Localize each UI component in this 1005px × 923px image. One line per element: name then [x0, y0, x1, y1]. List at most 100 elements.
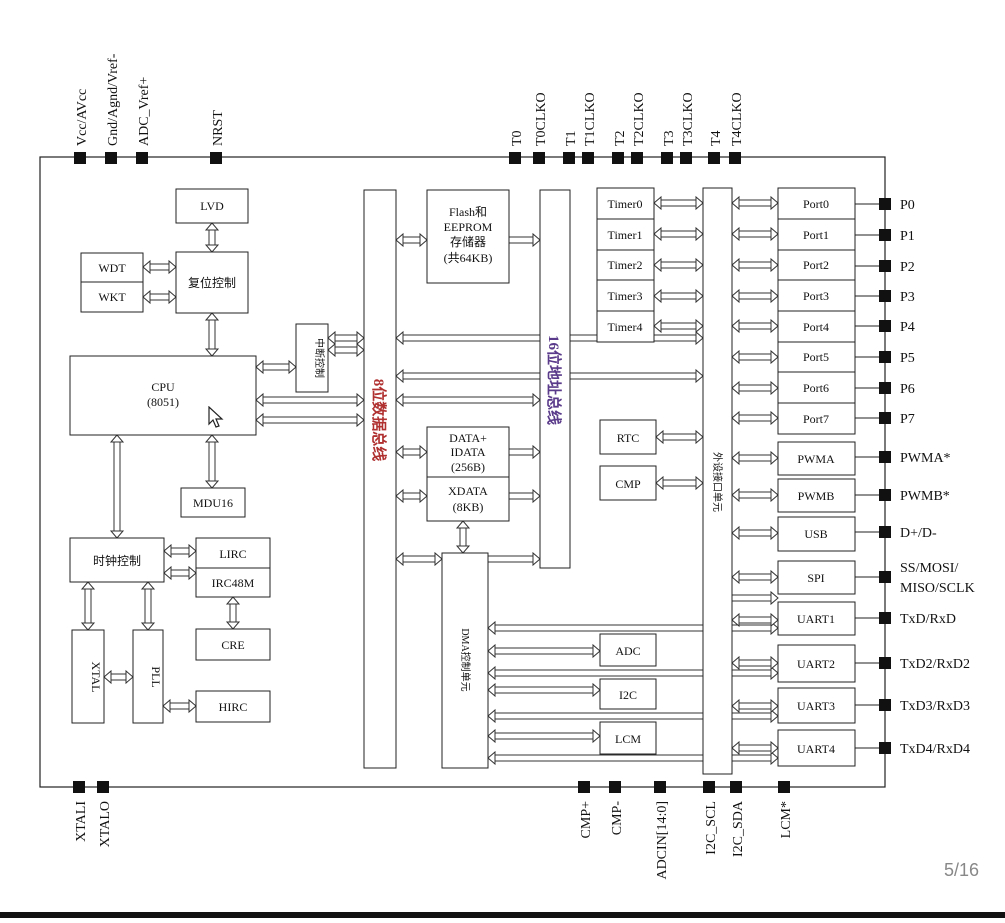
irc48m-label: IRC48M [212, 576, 255, 590]
top-pins: Vcc/AVcc Gnd/Agnd/Vref- ADC_Vref+ NRST T… [74, 53, 745, 164]
peripheral-interface-block [702, 187, 733, 775]
pin-label-t0clko: T0CLKO [534, 92, 549, 146]
mdu16-label: MDU16 [193, 496, 233, 510]
connector-arrow-35 [487, 728, 601, 744]
pin-pad-pwma [879, 451, 891, 463]
timer1-label: Timer1 [608, 228, 643, 242]
address-bus-block [539, 189, 571, 569]
pin-pad-p7 [879, 412, 891, 424]
pwma-block [777, 441, 856, 476]
cmp-label: CMP [615, 477, 641, 491]
pin-label-pwma: PWMA* [900, 451, 951, 466]
pin-label-lcm: LCM* [779, 801, 794, 838]
pin-pad-xtali [73, 781, 85, 793]
connector-arrow-39 [653, 257, 704, 273]
flash-label-3: 存储器 [450, 234, 486, 249]
port2-label: Port2 [803, 258, 829, 272]
pin-label-gnd: Gnd/Agnd/Vref- [106, 53, 121, 146]
reset-control-block [175, 251, 249, 314]
pin-label-p2: P2 [900, 260, 915, 275]
connector-arrow-34 [487, 708, 779, 724]
port1-label: Port1 [803, 228, 829, 242]
connector-arrow-0 [204, 222, 220, 253]
connector-arrow-27 [395, 551, 443, 567]
pin-pad-t0 [509, 152, 521, 164]
port0-block [777, 187, 856, 220]
connector-arrow-46 [731, 257, 779, 273]
pin-label-nrst: NRST [211, 110, 226, 146]
pin-label-spi1: SS/MOSI/ [900, 561, 958, 576]
port7-label: Port7 [803, 412, 829, 426]
pin-pad-t3 [661, 152, 673, 164]
usb-label: USB [804, 527, 827, 541]
right-pins: P0 P1 P2 P3 P4 P5 P6 P7 PWMA* PWMB* D+/D… [879, 198, 975, 757]
chip-outline [39, 156, 886, 788]
timer2-block [596, 249, 655, 281]
uart4-block [777, 729, 856, 767]
port6-block [777, 371, 856, 404]
connector-arrow-38 [653, 226, 704, 242]
connector-arrow-17 [255, 412, 365, 428]
connector-arrow-57 [731, 612, 779, 628]
spi-label: SPI [807, 571, 824, 585]
connector-arrow-31 [487, 643, 601, 659]
connector-arrow-11 [140, 581, 156, 631]
pin-label-vcc: Vcc/AVcc [75, 89, 90, 146]
slide-counter: 5/16 [944, 860, 980, 880]
pin-label-i2cscl: I2C_SCL [704, 801, 719, 855]
data-label-1: DATA+ [449, 431, 487, 445]
pin-label-dpdm: D+/D- [900, 526, 937, 541]
pin-label-adcvref: ADC_Vref+ [137, 77, 152, 146]
uart2-label: UART2 [797, 657, 835, 671]
xdata-label-2: (8KB) [453, 500, 484, 514]
pin-pad-t2clko [631, 152, 643, 164]
pin-pad-t3clko [680, 152, 692, 164]
port5-label: Port5 [803, 350, 829, 364]
mouse-cursor-icon [208, 406, 224, 428]
connector-arrow-25 [509, 444, 541, 460]
connector-arrow-60 [731, 740, 779, 756]
connector-arrow-49 [731, 349, 779, 365]
pin-label-txd: TxD/RxD [900, 612, 956, 627]
wkt-label: WKT [98, 290, 126, 304]
pin-pad-txd4 [879, 742, 891, 754]
bottom-pins: XTALI XTALO CMP+ CMP- ADCIN[14:0] I2C_SC… [73, 781, 794, 880]
port3-block [777, 279, 856, 312]
pin-pad-xtalo [97, 781, 109, 793]
dma-control-label: DMA控制单元 [459, 628, 472, 691]
connector-arrow-47 [731, 288, 779, 304]
pin-pad-t1 [563, 152, 575, 164]
dma-control-block [441, 552, 489, 769]
pin-pad-p5 [879, 351, 891, 363]
pin-pad-txd2 [879, 657, 891, 669]
hirc-label: HIRC [219, 700, 248, 714]
connector-arrow-52 [731, 450, 779, 466]
interrupt-control-block [295, 323, 329, 393]
connector-arrow-32 [487, 665, 779, 681]
timer1-block [596, 218, 655, 251]
pwmb-block [777, 478, 856, 513]
pin-pad-p1 [879, 229, 891, 241]
cpu-sublabel: (8051) [147, 395, 179, 409]
connector-arrow-6 [109, 434, 125, 539]
timer3-label: Timer3 [608, 289, 643, 303]
data-bus-block [363, 189, 397, 769]
clock-control-block [69, 537, 165, 583]
connector-arrow-58 [731, 655, 779, 671]
pin-pad-nrst [210, 152, 222, 164]
pin-label-xtalo: XTALO [98, 801, 113, 847]
pin-label-pwmb: PWMB* [900, 489, 950, 504]
uart2-block [777, 644, 856, 683]
connector-arrow-2 [142, 289, 177, 305]
connector-arrow-23 [395, 488, 428, 504]
timer4-block [596, 310, 655, 343]
timer0-block [596, 187, 655, 220]
pin-label-xtali: XTALI [74, 801, 89, 842]
timer4-label: Timer4 [608, 320, 643, 334]
pin-pad-i2cscl [703, 781, 715, 793]
connector-arrow-26 [509, 488, 541, 504]
connector-arrow-48 [731, 318, 779, 334]
pin-pad-p3 [879, 290, 891, 302]
pwmb-label: PWMB [798, 489, 835, 503]
pin-pad-adcvref [136, 152, 148, 164]
